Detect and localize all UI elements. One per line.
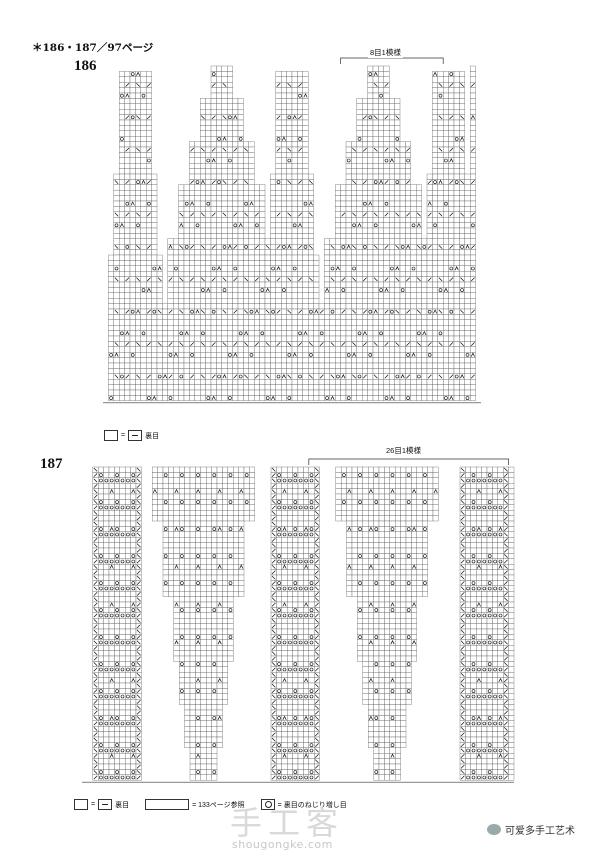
chart-186-repeat-label: 8目1模様 [368, 47, 403, 58]
chart-186-grid [103, 57, 481, 404]
legend-equals: = [91, 801, 96, 808]
legend-text-purl: 裏目 [115, 801, 130, 809]
chart-187-grid [82, 458, 515, 783]
watermark-url: shougongke.com [232, 838, 333, 851]
twist-increase-symbol-icon [260, 799, 275, 810]
chart-187-legend: = 裏目 = 133ページ参照 = 裏目のねじり増し目 [74, 799, 347, 810]
legend-text-cable: = 133ページ参照 [192, 801, 245, 809]
chart-number-186: 186 [74, 58, 97, 74]
page-reference-header: ＊186・187／97ページ [32, 42, 154, 54]
legend-equals: = [121, 432, 126, 439]
empty-square-icon [104, 430, 118, 441]
watermark-logo: 手工客 [230, 804, 345, 842]
purl-symbol-icon [98, 799, 113, 810]
empty-square-icon [74, 799, 88, 810]
legend-text-twist: = 裏目のねじり増し目 [277, 801, 347, 809]
purl-symbol-icon [128, 430, 143, 441]
chart-number-187: 187 [40, 456, 63, 472]
account-name: 可爱多手工艺术 [505, 826, 575, 837]
legend-text-purl: 裏目 [145, 432, 160, 440]
chart-187-repeat-label: 26目1模様 [384, 445, 424, 456]
cable-symbol-icon [145, 799, 190, 810]
wechat-icon [487, 824, 501, 835]
account-badge: 可爱多手工艺术 [487, 822, 575, 837]
chart-186-legend: = 裏目 [104, 430, 159, 441]
